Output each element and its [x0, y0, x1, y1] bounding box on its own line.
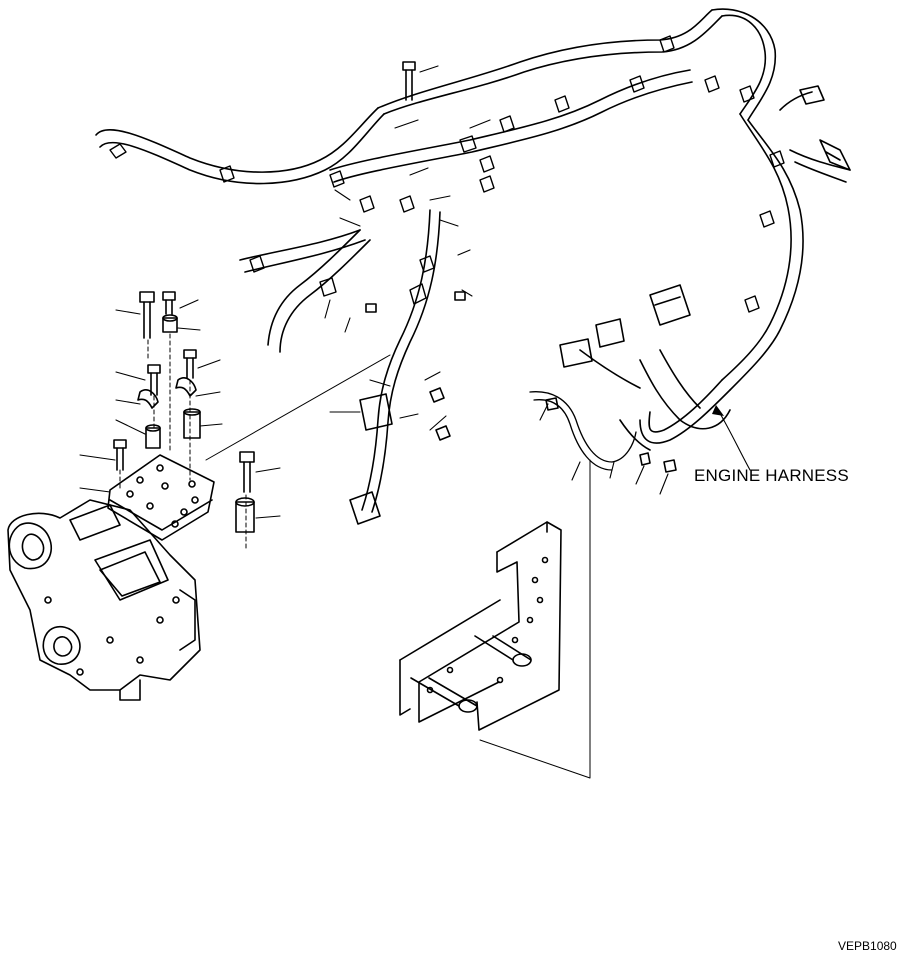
plate-leader-line: [205, 354, 391, 461]
center-lines: [119, 333, 247, 551]
sensor-lead: [529, 391, 637, 471]
bolts: [113, 61, 677, 493]
spacers: [137, 314, 255, 533]
figure-code: VEPB1080: [838, 939, 897, 953]
mounting-bracket: [399, 521, 562, 731]
harness-clamps: [109, 35, 785, 313]
harness-lower-bundle: [579, 349, 731, 451]
engine-harness-main-loom: [95, 8, 851, 513]
harness-arrowhead: [712, 405, 724, 416]
engine-harness-label: ENGINE HARNESS: [694, 466, 849, 485]
harness-connectors: [349, 85, 851, 525]
flywheel-housing: [7, 499, 201, 701]
cover-plate: [107, 454, 215, 541]
callout-leaders: [79, 65, 751, 519]
bracket-leader-line: [479, 459, 591, 779]
